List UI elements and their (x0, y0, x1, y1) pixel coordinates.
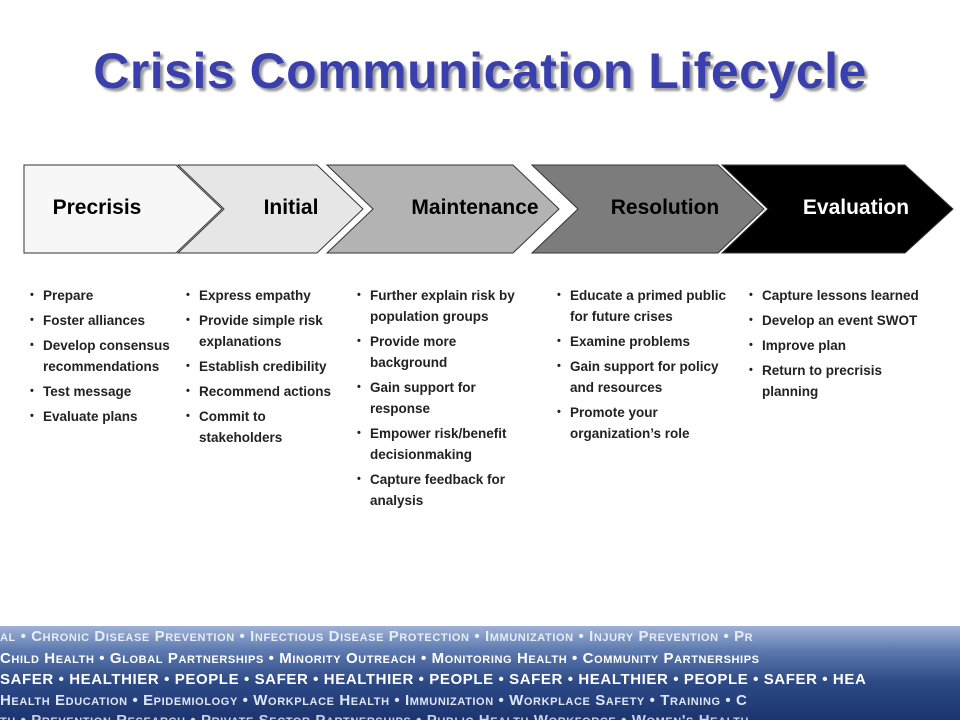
phase-label-resolution: Resolution (611, 196, 720, 219)
list-item: Provide simple risk explanations (186, 310, 341, 352)
list-item: Foster alliances (30, 310, 170, 331)
banner-row: Child Health • Global Partnerships • Min… (0, 650, 760, 667)
list-item: Test message (30, 381, 170, 402)
footer-banner: al • Chronic Disease Prevention • Infect… (0, 626, 960, 720)
list-item: Improve plan (749, 335, 939, 356)
resolution-column: Educate a primed public for future crise… (557, 285, 727, 448)
chevron-shape-maintenance (325, 164, 560, 254)
list-item: Prepare (30, 285, 170, 306)
list-item: Recommend actions (186, 381, 341, 402)
phase-label-initial: Initial (264, 196, 319, 219)
list-item: Develop an event SWOT (749, 310, 939, 331)
chevron-shape-precrisis (23, 164, 223, 254)
phase-label-evaluation: Evaluation (803, 196, 909, 219)
list-item: Examine problems (557, 331, 727, 352)
list-item: Educate a primed public for future crise… (557, 285, 727, 327)
list-item: Capture feedback for analysis (357, 469, 527, 511)
list-item: Establish credibility (186, 356, 341, 377)
phase-label-precrisis: Precrisis (53, 196, 142, 219)
banner-row: th • Prevention Research • Private Secto… (0, 712, 960, 720)
banner-row: SAFER • HEALTHIER • PEOPLE • SAFER • HEA… (0, 671, 867, 688)
list-item: Capture lessons learned (749, 285, 939, 306)
evaluation-column: Capture lessons learned Develop an event… (749, 285, 939, 406)
list-item: Provide more background (357, 331, 527, 373)
chevron-shape-resolution (530, 164, 765, 254)
list-item: Express empathy (186, 285, 341, 306)
lifecycle-chevron-row: Precrisis Initial Maintenance Resolution… (23, 164, 954, 254)
banner-row: al • Chronic Disease Prevention • Infect… (0, 628, 754, 645)
phase-label-maintenance: Maintenance (411, 196, 538, 219)
initial-column: Express empathy Provide simple risk expl… (186, 285, 341, 452)
list-item: Return to precrisis planning (749, 360, 939, 402)
list-item: Evaluate plans (30, 406, 170, 427)
list-item: Commit to stakeholders (186, 406, 341, 448)
maintenance-column: Further explain risk by population group… (357, 285, 527, 515)
banner-row: Health Education • Epidemiology • Workpl… (0, 692, 748, 709)
list-item: Promote your organization’s role (557, 402, 727, 444)
list-item: Further explain risk by population group… (357, 285, 527, 327)
list-item: Empower risk/benefit decisionmaking (357, 423, 527, 465)
chevron-shape-initial (176, 164, 364, 254)
slide-title: Crisis Communication Lifecycle (93, 43, 867, 99)
chevron-shape-evaluation (720, 164, 954, 254)
list-item: Develop consensus recommendations (30, 335, 170, 377)
list-item: Gain support for policy and resources (557, 356, 727, 398)
list-item: Gain support for response (357, 377, 527, 419)
precrisis-column: Prepare Foster alliances Develop consens… (30, 285, 170, 431)
